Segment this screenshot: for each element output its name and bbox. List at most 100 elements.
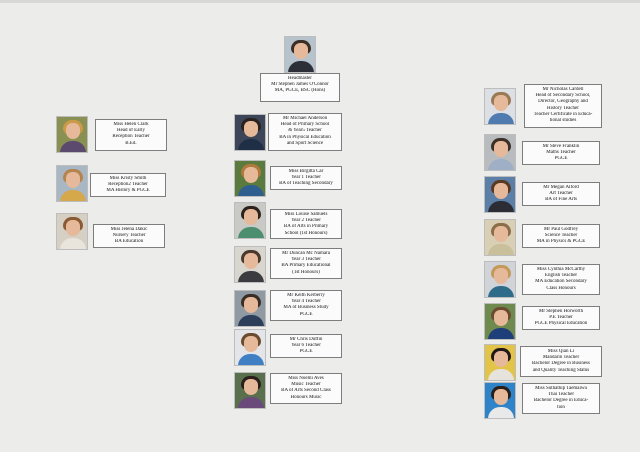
card-line: Year 4 Teacher (291, 299, 321, 305)
photo-face (66, 172, 80, 188)
photo-body (488, 328, 514, 339)
photo-body (488, 286, 514, 297)
card-line: MA, PGCE, BSC (Hons) (274, 88, 326, 94)
staff-card: Miss Suthathip Taemaiwu Thai Teacher Bac… (522, 383, 600, 414)
staff-photo (234, 202, 266, 239)
photo-body (238, 315, 264, 326)
photo-face (244, 209, 258, 225)
card-line: PGCE (554, 156, 568, 162)
card-line: Music Teacher (291, 382, 321, 388)
photo-face (494, 183, 508, 199)
card-line: Bachelor Degree in Educa- (533, 398, 589, 404)
staff-card: Miss Kristy Smith Reception2 Teacher MA … (90, 173, 166, 197)
photo-face (66, 220, 80, 236)
card-line: Science Teacher (544, 233, 578, 239)
staff-photo (484, 303, 516, 340)
photo-face (244, 253, 258, 269)
card-line: Miss Noemi Aves (288, 376, 324, 381)
card-line: Mr Nicholas Cardell (542, 87, 584, 92)
card-line: Miss Birgitta Car (288, 169, 324, 174)
staff-photo (484, 382, 516, 419)
staff-card: Mr Steve Franklin Maths Teacher PGCE (522, 141, 600, 165)
card-line: Mr Michael Anderson (282, 116, 328, 121)
card-line: P.E Teacher (549, 315, 573, 321)
photo-face (244, 167, 258, 183)
staff-photo (234, 290, 266, 327)
card-line: Director, Geography and (538, 99, 588, 105)
staff-card: Mr Michael Anderson Head of Primary Scho… (268, 113, 342, 151)
card-line: MA of Business Study (283, 305, 329, 311)
card-line: BA Primary Educational (281, 263, 331, 269)
card-line: Head of Primary School (280, 122, 330, 128)
staff-photo (484, 134, 516, 171)
card-line: & Year5 Teacher (288, 128, 322, 134)
staff-photo (234, 372, 266, 409)
card-line: Mr Duncan Mc Namara (282, 251, 330, 256)
card-line: Maths Teacher (546, 150, 576, 156)
photo-face (494, 268, 508, 284)
card-line: and Sport Science (286, 140, 324, 146)
card-line: PGCE (299, 311, 313, 317)
card-line: Headmaster (288, 76, 312, 81)
card-line: Year 3 Teacher (291, 257, 321, 263)
card-line: tion (557, 404, 565, 410)
card-line: BA of Arts Second Class (281, 388, 331, 394)
photo-body (238, 397, 264, 408)
staff-card: Miss Qian Li Mandarin Teacher Bachelor D… (520, 346, 602, 377)
card-line: Miss Kristy Smith (109, 176, 147, 181)
card-line: Miss Qian Li (547, 349, 575, 354)
card-line: MA Education Secondary (535, 279, 587, 285)
card-line: Miss Jelena Dakic (110, 227, 148, 232)
card-line: PGCE (299, 349, 313, 355)
card-line: Art Teacher (549, 191, 573, 197)
card-line: Teacher Certificate in Educa- (533, 111, 593, 117)
photo-face (294, 43, 308, 59)
card-line: tional studies (549, 118, 577, 124)
photo-face (494, 141, 508, 157)
card-line: Mr Steve Franklin (542, 144, 580, 149)
card-line: MA in Physics & PGCE (536, 239, 586, 245)
photo-body (238, 185, 264, 196)
photo-body (488, 369, 514, 380)
staff-card: Mr Keith Kerberry Year 4 Teacher MA of B… (270, 290, 342, 321)
staff-card: Mr Megan Alford Art Teacher BA of Fine A… (522, 182, 600, 206)
card-line: Mr Chris Duffin (289, 337, 323, 342)
staff-photo (56, 116, 88, 153)
photo-face (244, 297, 258, 313)
photo-body (488, 201, 514, 212)
photo-face (244, 379, 258, 395)
card-line: Year 6 Teacher (291, 343, 321, 349)
card-line: PGCE Physical Education (534, 321, 588, 327)
photo-face (494, 351, 508, 367)
staff-card: Miss Louise Samuels Year 2 Teacher BA of… (270, 209, 342, 239)
staff-photo (484, 219, 516, 256)
card-line: Head of Secondary School, (535, 93, 591, 99)
card-line: Year 2 Teacher (291, 218, 321, 224)
staff-photo (56, 213, 88, 250)
photo-face (494, 310, 508, 326)
headmaster-card: Headmaster Mr Stephen James O'Connor MA,… (260, 73, 340, 102)
card-line: BA Education (114, 239, 144, 245)
card-line: BA of Arts in Primary (283, 224, 329, 230)
card-line: Mr Stephen Horworth (538, 309, 584, 314)
card-line: Mandarin Teacher (542, 355, 580, 361)
photo-body (60, 141, 86, 152)
photo-body (238, 139, 264, 150)
staff-card: Miss Helen Clark Head of Early Reception… (95, 119, 167, 151)
photo-body (288, 61, 314, 72)
staff-card: Miss Birgitta Car Year 1 Teacher BA of T… (270, 166, 342, 190)
photo-body (60, 190, 86, 201)
card-line: MA History & PGCE (106, 188, 150, 194)
staff-card: Miss Jelena Dakic Nursery Teacher BA Edu… (93, 224, 165, 248)
staff-photo (484, 261, 516, 298)
card-line: Miss Louise Samuels (284, 212, 328, 217)
card-line: Mr Paul Godfrey (543, 227, 579, 232)
staff-card: Mr Nicholas Cardell Head of Secondary Sc… (524, 84, 602, 128)
card-line: School (1st Honours) (284, 230, 328, 236)
card-line: (1st Honours) (292, 269, 320, 275)
staff-card: Mr Stephen Horworth P.E Teacher PGCE Phy… (522, 306, 600, 330)
staff-photo (234, 114, 266, 151)
staff-card: Miss Noemi Aves Music Teacher BA of Arts… (270, 373, 342, 404)
photo-body (488, 407, 514, 418)
card-line: Thai Teacher (547, 392, 575, 398)
